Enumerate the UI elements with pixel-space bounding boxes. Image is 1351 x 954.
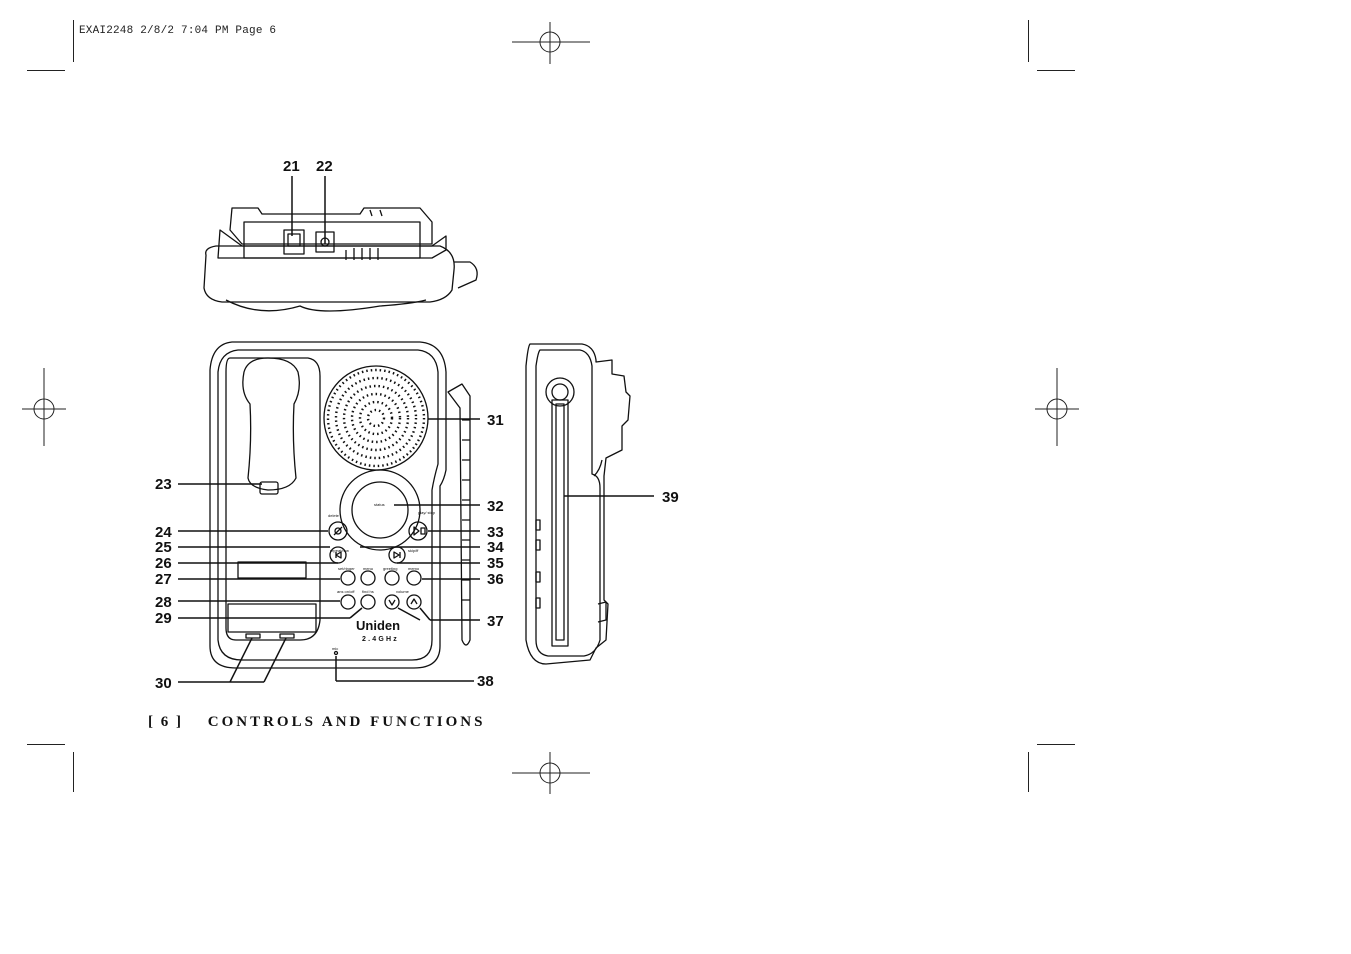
label-volume: volume [396,589,410,594]
label-memo: memo [408,566,420,571]
callout-39: 39 [662,489,679,506]
crop-mark-top-right-h [1037,70,1075,71]
print-slug: EXAI2248 2/8/2 7:04 PM Page 6 [79,25,277,37]
crop-mark-bottom-right-v [1028,752,1029,792]
crop-mark-bottom-left-v [73,752,74,792]
callout-38: 38 [477,673,494,690]
crop-mark-bottom-right-h [1037,744,1075,745]
callout-33: 33 [487,524,504,541]
callout-29: 29 [155,610,172,627]
callout-30: 30 [155,675,172,692]
brand-logo: Uniden [356,618,400,633]
crop-mark-top-left-v [73,20,74,62]
callout-25: 25 [155,539,172,556]
callout-28: 28 [155,594,172,611]
crop-mark-top-left-h [27,70,65,71]
label-repeat-rew: repeat/rew [330,548,349,553]
callout-leader-lines [178,176,654,683]
callout-36: 36 [487,571,504,588]
label-menu: menu [363,566,373,571]
callout-23: 23 [155,476,172,493]
registration-mark-bottom [512,752,590,794]
label-play-stop: play/ stop [418,510,436,515]
rear-view-illustration [203,207,478,312]
callout-37: 37 [487,613,504,630]
registration-mark-right [1035,368,1079,446]
side-view-illustration [525,343,631,665]
page-number: [ 6 ] [148,714,183,730]
callout-24: 24 [155,524,172,541]
label-status: status [374,502,385,507]
callout-31: 31 [487,412,504,429]
callout-35: 35 [487,555,504,572]
front-view-illustration [209,341,471,669]
label-delete: delete [328,513,340,518]
callout-34: 34 [487,539,504,556]
label-skip-ff: skip/ff [408,548,419,553]
label-ans-onoff: ans on/off [337,589,355,594]
callout-32: 32 [487,498,504,515]
callout-22: 22 [316,158,333,175]
callout-21: 21 [283,158,300,175]
crop-mark-top-right-v [1028,20,1029,62]
callout-27: 27 [155,571,172,588]
registration-mark-left [22,368,66,446]
page-footer: [ 6 ] CONTROLS AND FUNCTIONS [148,714,485,731]
button-labels: status delete play/ stop repeat/rew skip… [328,502,436,651]
section-title: CONTROLS AND FUNCTIONS [207,714,486,730]
registration-mark-top [512,22,590,64]
label-set-ringer: set/ringer [338,566,355,571]
label-mic: mic [332,646,338,651]
label-greeting: greeting [383,566,397,571]
label-find-hs: find hs [362,589,374,594]
callout-26: 26 [155,555,172,572]
callout-numbers: 21 22 23 24 25 26 27 28 29 30 31 32 33 3… [155,158,679,692]
crop-mark-bottom-left-h [27,744,65,745]
brand-band: 2.4GHz [362,636,399,643]
